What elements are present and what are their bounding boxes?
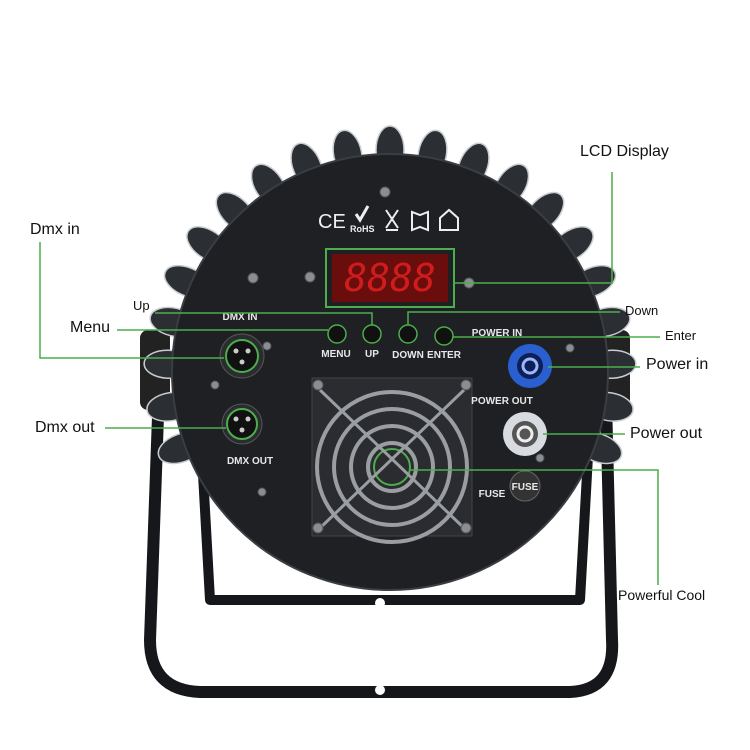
down-button[interactable] xyxy=(398,324,418,344)
lcd-digits: 8888 xyxy=(344,256,436,300)
lcd-display xyxy=(332,254,448,302)
callout-power-in: Power in xyxy=(646,356,709,373)
rear-panel xyxy=(171,153,609,591)
power-out-label: POWER OUT xyxy=(471,396,533,407)
dmx-out-label: DMX OUT xyxy=(227,456,273,467)
rohs-mark: RoHS xyxy=(350,224,375,234)
svg-text:FUSE: FUSE xyxy=(512,482,539,493)
power-out-connector[interactable] xyxy=(503,412,547,456)
enter-button[interactable] xyxy=(434,326,454,346)
weee-bin-icon xyxy=(385,209,399,231)
up-label: UP xyxy=(365,349,379,360)
indoor-use-icon xyxy=(439,208,459,231)
dmx-out-connector[interactable] xyxy=(221,403,263,445)
bracket-hole xyxy=(375,598,385,608)
callout-powerful-cool: Powerful Cool xyxy=(618,587,706,603)
callout-dmx-out: Dmx out xyxy=(35,419,95,436)
callout-up: Up xyxy=(133,298,150,313)
callout-lines xyxy=(39,172,660,585)
callout-dmx-in: Dmx in xyxy=(30,221,80,238)
manual-info-icon xyxy=(411,210,429,232)
callout-lcd-display: LCD Display xyxy=(580,143,669,160)
fuse-label: FUSE xyxy=(479,489,506,500)
ce-mark: CE xyxy=(318,211,346,233)
menu-button[interactable] xyxy=(327,324,347,344)
dmx-in-connector[interactable] xyxy=(219,333,265,379)
bracket-hole xyxy=(375,685,385,695)
screws xyxy=(210,186,575,497)
down-label: DOWN xyxy=(392,350,424,361)
dmx-in-label: DMX IN xyxy=(223,312,258,323)
callout-menu: Menu xyxy=(70,319,111,336)
check-icon xyxy=(354,205,370,223)
enter-label: ENTER xyxy=(427,350,462,361)
callout-power-out: Power out xyxy=(630,425,703,442)
menu-label: MENU xyxy=(321,349,350,360)
fan-screws xyxy=(312,379,472,534)
power-in-connector[interactable] xyxy=(508,344,552,388)
callout-enter: Enter xyxy=(665,328,697,343)
callout-down: Down xyxy=(625,303,659,318)
mounting-bracket xyxy=(144,359,619,698)
up-button[interactable] xyxy=(362,324,382,344)
power-in-label: POWER IN xyxy=(472,328,523,339)
fuse-holder[interactable]: FUSE xyxy=(509,470,541,502)
lcd-highlight xyxy=(325,248,455,308)
cooling-fan xyxy=(311,377,473,544)
